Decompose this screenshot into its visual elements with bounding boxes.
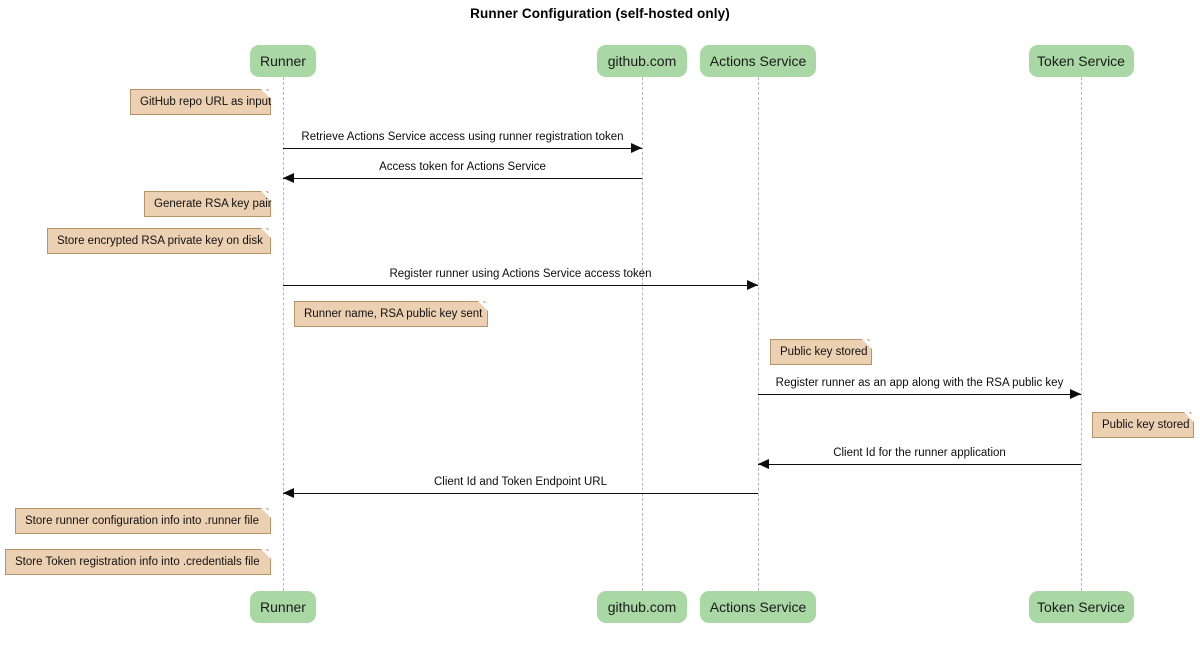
note-n2: Generate RSA key pair (144, 191, 272, 217)
note-n5: Public key stored (770, 339, 872, 365)
diagram-title: Runner Configuration (self-hosted only) (470, 6, 730, 21)
note-n7: Store runner configuration info into .ru… (15, 508, 271, 534)
participant-github-bottom[interactable]: github.com (597, 591, 687, 623)
note-fold-edge-icon (474, 301, 488, 315)
participant-label: github.com (607, 53, 677, 69)
message-line-m1 (283, 148, 642, 149)
participant-label: Token Service (1037, 599, 1125, 615)
participant-runner-top[interactable]: Runner (250, 45, 316, 77)
arrowhead-left-icon (283, 173, 294, 183)
participant-label: Runner (260, 53, 306, 69)
participant-label: Actions Service (709, 599, 807, 615)
arrowhead-right-icon (1070, 389, 1081, 399)
note-text: Store encrypted RSA private key on disk (57, 235, 263, 247)
message-label-m6: Client Id and Token Endpoint URL (433, 476, 608, 488)
participant-token-top[interactable]: Token Service (1028, 45, 1134, 77)
note-n4: Runner name, RSA public key sent (294, 301, 488, 327)
lifeline-runner (283, 77, 284, 591)
participant-token-bottom[interactable]: Token Service (1028, 591, 1134, 623)
note-n1: GitHub repo URL as input (130, 89, 271, 115)
note-fold-edge-icon (257, 228, 271, 242)
message-line-m6 (283, 493, 758, 494)
lifeline-github (642, 77, 643, 591)
participant-actions-top[interactable]: Actions Service (700, 45, 816, 77)
lifeline-actions (758, 77, 759, 591)
note-n6: Public key stored (1092, 412, 1194, 438)
note-fold-edge-icon (858, 339, 872, 353)
arrowhead-left-icon (283, 488, 294, 498)
message-line-m5 (758, 464, 1081, 465)
note-fold-edge-icon (257, 508, 271, 522)
participant-github-top[interactable]: github.com (597, 45, 687, 77)
note-fold-edge-icon (1180, 412, 1194, 426)
note-text: Store runner configuration info into .ru… (25, 515, 259, 527)
participant-runner-bottom[interactable]: Runner (250, 591, 316, 623)
note-fold-edge-icon (257, 191, 271, 205)
message-line-m3 (283, 285, 758, 286)
note-fold-edge-icon (257, 549, 271, 563)
message-label-m1: Retrieve Actions Service access using ru… (301, 131, 624, 143)
message-label-m2: Access token for Actions Service (379, 161, 546, 173)
note-text: Store Token registration info into .cred… (15, 556, 260, 568)
message-label-m3: Register runner using Actions Service ac… (389, 268, 652, 280)
note-text: Public key stored (780, 346, 868, 358)
participant-label: github.com (607, 599, 677, 615)
note-n3: Store encrypted RSA private key on disk (47, 228, 271, 254)
note-fold-edge-icon (257, 89, 271, 103)
participant-label: Runner (260, 599, 306, 615)
lifeline-token (1081, 77, 1082, 591)
arrowhead-right-icon (747, 280, 758, 290)
note-text: Generate RSA key pair (154, 198, 272, 210)
participant-actions-bottom[interactable]: Actions Service (700, 591, 816, 623)
note-text: Public key stored (1102, 419, 1190, 431)
participant-label: Token Service (1037, 53, 1125, 69)
arrowhead-right-icon (631, 143, 642, 153)
note-text: GitHub repo URL as input (140, 96, 272, 108)
note-n8: Store Token registration info into .cred… (5, 549, 271, 575)
message-line-m2 (283, 178, 642, 179)
participant-label: Actions Service (709, 53, 807, 69)
message-line-m4 (758, 394, 1081, 395)
message-label-m5: Client Id for the runner application (833, 447, 1006, 459)
arrowhead-left-icon (758, 459, 769, 469)
message-label-m4: Register runner as an app along with the… (775, 377, 1064, 389)
note-text: Runner name, RSA public key sent (304, 308, 483, 320)
